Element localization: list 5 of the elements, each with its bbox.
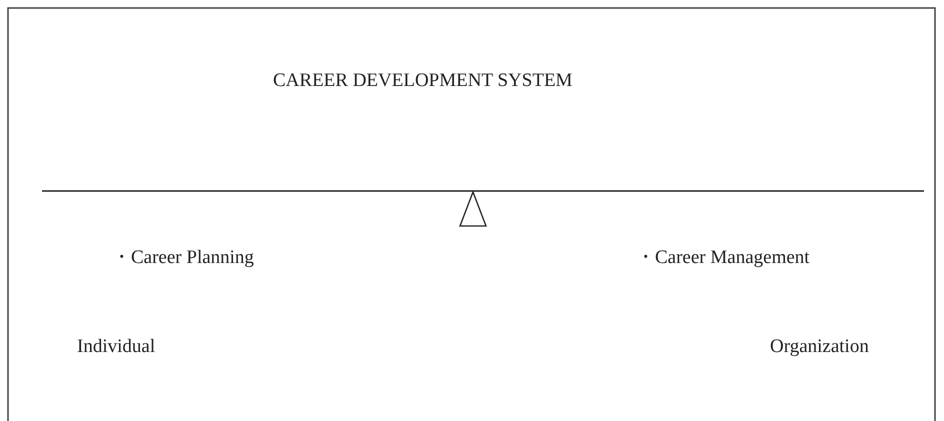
diagram-title: CAREER DEVELOPMENT SYSTEM bbox=[273, 70, 572, 92]
text-label: ・Career Management bbox=[636, 247, 810, 269]
text-label: Individual bbox=[77, 336, 156, 358]
text-label: Organization bbox=[770, 336, 869, 358]
text-label: ・Career Planning bbox=[112, 247, 254, 269]
